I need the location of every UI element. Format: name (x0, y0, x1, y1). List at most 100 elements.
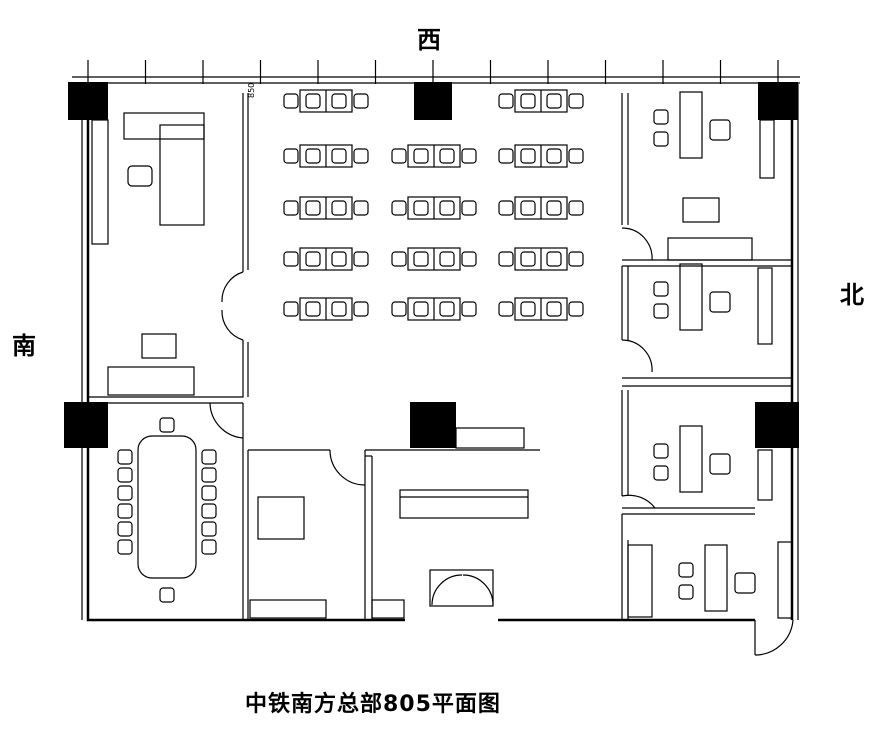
desk (667, 237, 753, 261)
chair (653, 465, 669, 481)
chair (201, 503, 217, 519)
direction-label-south: 南 (12, 332, 36, 360)
east-office-furniture (653, 91, 756, 612)
chair (520, 251, 536, 267)
chair (353, 301, 369, 317)
door-swing (621, 339, 653, 373)
chair (391, 148, 407, 164)
chair (653, 303, 669, 319)
storage-cabinet (759, 119, 775, 179)
chair (498, 93, 514, 109)
chair (283, 148, 299, 164)
storage-cabinet (757, 449, 773, 501)
desk (679, 263, 703, 331)
tea-table (682, 197, 720, 223)
chair (201, 485, 217, 501)
chair (201, 449, 217, 465)
office-chair (709, 119, 731, 141)
chair (353, 251, 369, 267)
tea-table (141, 333, 177, 359)
structural-columns (64, 82, 799, 448)
chair (331, 301, 347, 317)
office-wall (88, 93, 244, 398)
chair (546, 301, 562, 317)
desk (257, 496, 305, 540)
chair (568, 200, 584, 216)
dimension-note: 850 (247, 82, 256, 98)
chair (117, 449, 133, 465)
office-chair (709, 453, 731, 475)
chair (678, 584, 694, 600)
column (64, 402, 108, 448)
chair (117, 539, 133, 555)
chair (568, 301, 584, 317)
chair (546, 251, 562, 267)
office-chair (709, 291, 731, 313)
door-swing (431, 574, 494, 606)
chair (568, 148, 584, 164)
chair (520, 93, 536, 109)
chair (439, 301, 455, 317)
chair (413, 301, 429, 317)
outer-wall (86, 84, 405, 622)
direction-label-west: 西 (417, 26, 441, 54)
chair (159, 587, 175, 603)
chair (117, 467, 133, 483)
chair (331, 200, 347, 216)
column (758, 82, 798, 120)
door-swing (329, 449, 366, 486)
chair (201, 521, 217, 537)
chair (201, 467, 217, 483)
chair (413, 251, 429, 267)
chair (568, 251, 584, 267)
chair (439, 200, 455, 216)
chair (413, 148, 429, 164)
chair (413, 200, 429, 216)
chair (520, 301, 536, 317)
chair (546, 93, 562, 109)
chair (159, 417, 175, 433)
chair (283, 251, 299, 267)
curtain-wall-mullions (87, 60, 779, 84)
column (68, 82, 108, 120)
chair (520, 148, 536, 164)
column (755, 402, 799, 448)
sofa (159, 124, 205, 226)
storage-cabinet (757, 267, 773, 345)
sofa (123, 112, 205, 140)
chair (331, 148, 347, 164)
armchair (127, 165, 153, 187)
desk (107, 366, 195, 396)
chair (305, 301, 321, 317)
entrance (429, 569, 494, 607)
door-swing (621, 494, 656, 509)
chair (520, 200, 536, 216)
chair (117, 485, 133, 501)
chair (283, 200, 299, 216)
chair (283, 301, 299, 317)
chair (546, 148, 562, 164)
chair (305, 200, 321, 216)
chair (283, 93, 299, 109)
chair (461, 251, 477, 267)
open-office-workstations (283, 89, 584, 321)
door-swing (221, 271, 244, 341)
storage-cabinet (777, 541, 793, 619)
chair (305, 148, 321, 164)
office-chair (734, 572, 756, 594)
chair (353, 200, 369, 216)
chair (331, 251, 347, 267)
door-swing (754, 619, 794, 656)
chair (461, 200, 477, 216)
desk (679, 91, 703, 159)
conference-table (137, 435, 197, 579)
chair (498, 148, 514, 164)
chair (678, 562, 694, 578)
column (410, 402, 456, 448)
storage-cabinet (371, 599, 405, 619)
chair (353, 93, 369, 109)
chair (461, 148, 477, 164)
direction-label-north: 北 (840, 281, 864, 309)
chair (391, 251, 407, 267)
door-swing (621, 227, 653, 261)
